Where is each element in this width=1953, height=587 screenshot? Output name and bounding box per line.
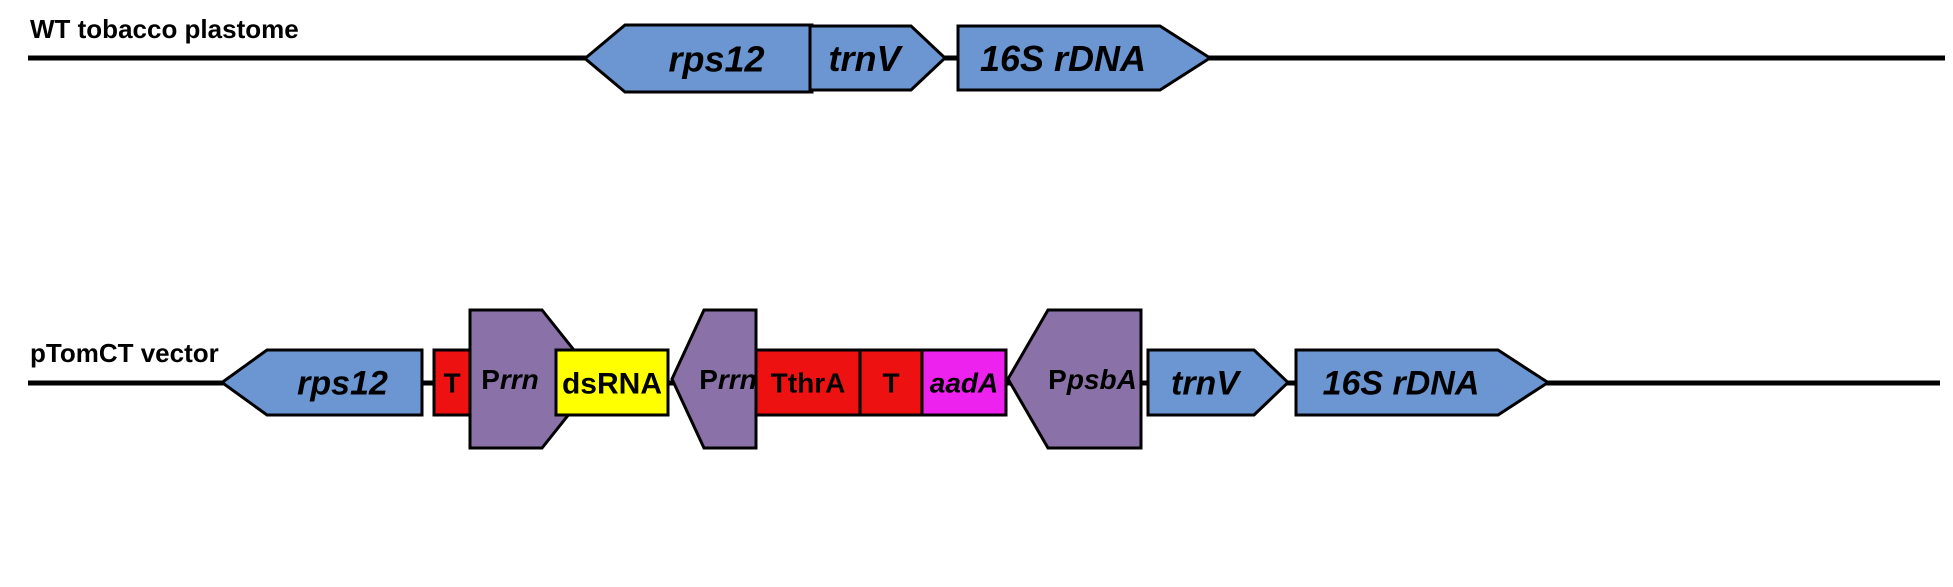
gene-16s-rdna-3-label: 16S rDNA [980, 38, 1146, 79]
gene-rps12-1-shape [219, 348, 424, 417]
dsrna-dsrna-4-label: dsRNA [562, 367, 662, 400]
gene-trnv-2-label: trnV [829, 38, 904, 79]
track-wt-elements: rps12 trnV 16S rDNA [582, 23, 1213, 94]
terminator-t-7-label: T [882, 368, 899, 399]
dsrna-dsrna-4-shape [554, 348, 670, 417]
gene-16s-rdna-11-label: 16S rDNA [1323, 365, 1480, 403]
promoter-ppsba-9-shape [1006, 308, 1143, 450]
gene-rps12-1-label: rps12 [668, 38, 764, 79]
gene-rps12-1-label: rps12 [297, 365, 388, 403]
gene-16s-rdna-3-shape [956, 24, 1213, 92]
marker-aada-8-label: aadA [930, 368, 998, 399]
gene-trnv-10-shape [1146, 348, 1291, 417]
promoter-prrn-3-label: Prrn [481, 364, 539, 395]
promoter-ppsba-9-label: PpsbA [1048, 364, 1137, 395]
gene-trnv-10-label: trnV [1171, 365, 1242, 403]
terminator-tthra-6-label: TthrA [771, 368, 846, 399]
marker-aada-8-shape [920, 348, 1008, 417]
terminator-t-2-label: T [443, 368, 460, 399]
gene-trnv-2-shape [808, 24, 948, 92]
gene-16s-rdna-11-shape [1294, 348, 1551, 417]
promoter-prrn-5-label: Prrn [699, 364, 757, 395]
track-label-wt: WT tobacco plastome [30, 14, 299, 44]
track-wt-plastome: WT tobacco plastome rps12 trnV 16S rDNA [28, 14, 1945, 94]
track-label-ptomct: pTomCT vector [30, 338, 219, 368]
